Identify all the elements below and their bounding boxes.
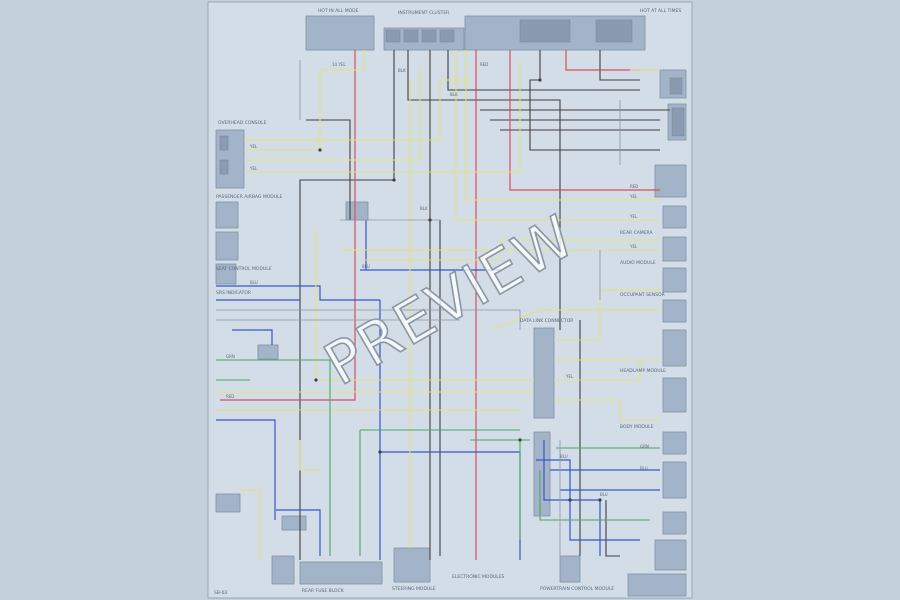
center-connector-2 (533, 431, 551, 517)
svg-text:RED: RED (226, 394, 234, 399)
caption-right-module-5: BODY MODULE (620, 424, 654, 430)
wires-red (220, 50, 660, 560)
svg-text:BLU: BLU (600, 492, 608, 497)
svg-text:BLK: BLK (420, 206, 428, 211)
svg-text:BLU: BLU (250, 280, 258, 285)
module-captions: HOT IN ALL MODE INSTRUMENT CLUSTER HOT A… (214, 8, 681, 596)
svg-text:BLK: BLK (450, 92, 458, 97)
top-left-module (305, 15, 375, 51)
center-splice-2 (257, 344, 279, 360)
caption-bottom-module-3: POWERTRAIN CONTROL MODULE (540, 586, 614, 592)
caption-right-module-4: HEADLAMP MODULE (620, 368, 666, 374)
page-ref: SB-03 (214, 590, 227, 596)
caption-center-connector: DATA LINK CONNECTOR (520, 318, 573, 324)
center-splice-3 (281, 515, 307, 531)
caption-left-module-4: SRS INDICATOR (216, 290, 251, 296)
caption-left-module-1: OVERHEAD CONSOLE (218, 120, 267, 126)
svg-text:RED: RED (480, 62, 488, 67)
svg-text:14 YEL: 14 YEL (332, 62, 346, 67)
wires-blue (216, 220, 660, 560)
svg-text:YEL: YEL (249, 144, 258, 149)
svg-text:BLU: BLU (362, 264, 370, 269)
svg-text:BLU: BLU (560, 454, 568, 459)
left-module-3 (215, 231, 239, 261)
right-tab-11 (662, 461, 687, 499)
right-tab-8 (662, 329, 687, 367)
right-tab-7 (662, 299, 687, 323)
junction-dots (314, 78, 602, 502)
left-module-2 (215, 201, 239, 229)
svg-text:GRN: GRN (226, 354, 235, 359)
caption-bottom-note: ELECTRONIC MODULES (452, 574, 505, 580)
left-small-1 (271, 555, 295, 585)
svg-text:GRN: GRN (640, 444, 649, 449)
wires-yellow (216, 50, 660, 560)
svg-text:YEL: YEL (629, 194, 638, 199)
left-module-5 (215, 493, 241, 513)
center-splice-1 (345, 201, 369, 221)
caption-top-center-module: INSTRUMENT CLUSTER (398, 10, 449, 16)
left-module-4 (215, 263, 237, 285)
svg-text:RED: RED (630, 184, 638, 189)
svg-text:BLK: BLK (398, 68, 406, 73)
svg-text:YEL: YEL (629, 214, 638, 219)
caption-right-module-1: REAR CAMERA (620, 230, 653, 236)
svg-text:BLU: BLU (640, 466, 648, 471)
bottom-module-3 (559, 555, 581, 583)
right-tab-13 (654, 539, 687, 571)
right-tab-12 (662, 511, 687, 535)
center-connector (533, 327, 555, 419)
wires-green (216, 359, 660, 556)
svg-text:YEL: YEL (249, 166, 258, 171)
right-tab-4 (662, 205, 687, 229)
wire-tags: 14 YEL BLK BLK RED YEL YEL BLU BLU RED G… (226, 62, 649, 497)
right-bottom-module (627, 573, 687, 597)
bottom-module-1 (299, 561, 383, 585)
caption-top-right-module: HOT AT ALL TIMES (640, 8, 681, 14)
caption-left-module-2: PASSENGER AIRBAG MODULE (216, 194, 283, 200)
caption-bottom-module-2: STEERING MODULE (392, 586, 436, 592)
caption-top-left-module: HOT IN ALL MODE (318, 8, 359, 14)
wires-black (299, 50, 670, 560)
right-tab-10 (662, 431, 687, 455)
wires-grey (216, 60, 621, 556)
caption-bottom-module-1: REAR FUSE BLOCK (302, 588, 345, 594)
svg-text:YEL: YEL (565, 374, 574, 379)
right-tab-3 (654, 164, 687, 198)
right-tab-9 (662, 377, 687, 413)
caption-right-module-2: AUDIO MODULE (620, 260, 656, 266)
caption-right-module-3: OCCUPANT SENSOR (620, 292, 665, 298)
bottom-module-2 (393, 547, 431, 583)
connector-pins (219, 19, 685, 175)
right-tab-6 (662, 267, 687, 293)
caption-left-module-3: SEAT CONTROL MODULE (216, 266, 272, 272)
right-tab-5 (662, 236, 687, 262)
svg-text:YEL: YEL (629, 244, 638, 249)
